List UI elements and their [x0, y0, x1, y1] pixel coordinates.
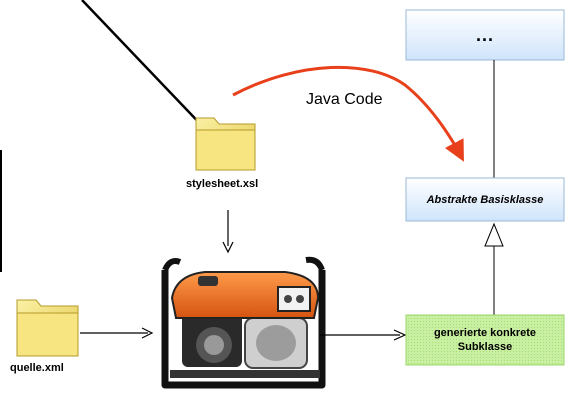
- generated-class-line1: generierte konkrete: [433, 327, 537, 339]
- generator-icon: [161, 256, 326, 389]
- quelle-folder-icon[interactable]: [16, 299, 79, 357]
- stylesheet-filename: stylesheet.xsl: [186, 178, 259, 190]
- source-to-generator-arrow: [80, 327, 154, 339]
- abstract-class-label: Abstrakte Basisklasse: [426, 193, 544, 206]
- java-code-arrow: [232, 65, 464, 162]
- abstract-class-box[interactable]: [405, 177, 565, 222]
- source-filename: quelle.xml: [10, 362, 64, 374]
- generated-class-label: generierte konkrete Subklasse: [406, 315, 564, 365]
- generated-class-line2: Subklasse: [457, 341, 513, 353]
- top-class-box[interactable]: [405, 9, 565, 61]
- java-code-label: Java Code: [306, 91, 383, 108]
- stylesheet-to-generator-arrow: [222, 210, 234, 254]
- inheritance-arrow: [484, 222, 504, 315]
- left-edge-bar: [0, 150, 2, 272]
- top-class-label: ...: [475, 24, 494, 45]
- generated-class-box[interactable]: [405, 314, 565, 366]
- stylesheet-folder-icon[interactable]: [195, 117, 256, 171]
- generator-to-class-arrow: [320, 329, 407, 341]
